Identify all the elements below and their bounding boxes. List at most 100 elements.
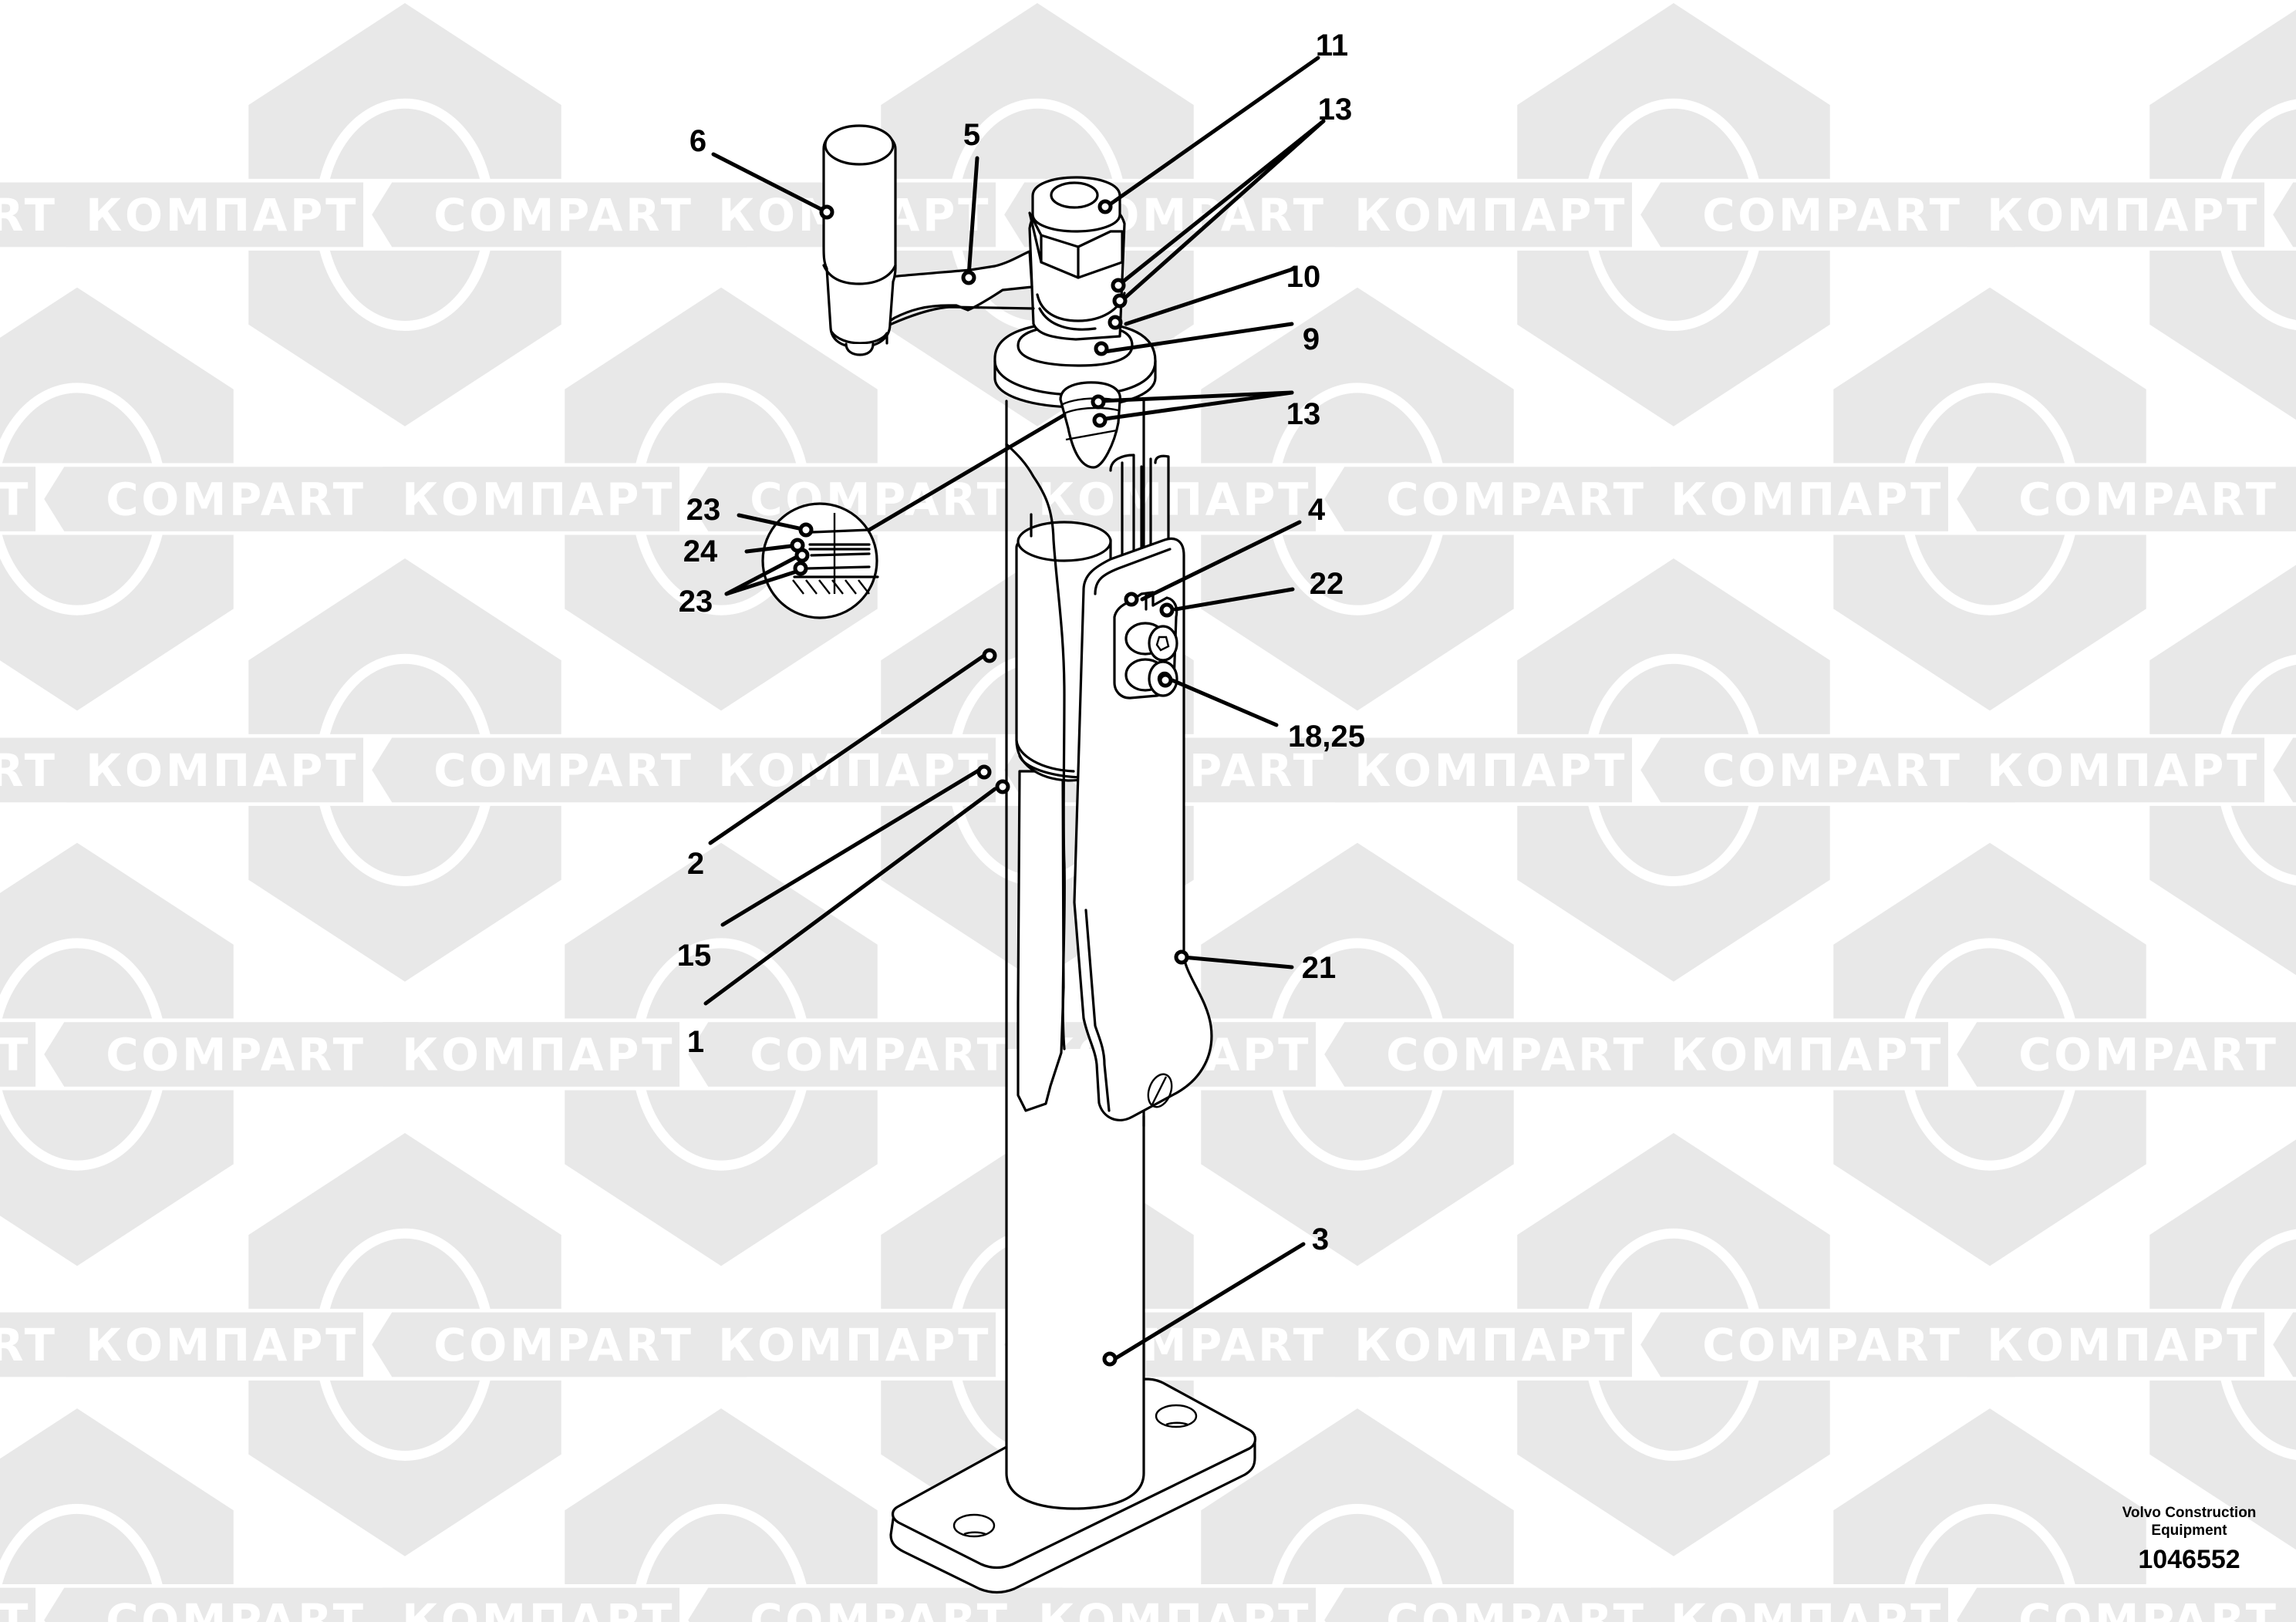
watermark-logo: КОМПАРТ COMPART — [0, 1408, 419, 1622]
watermark-text-latin: COMPART — [433, 189, 693, 241]
callout-number: 13 — [1286, 397, 1321, 431]
watermark-text-latin: COMPART — [2018, 1594, 2278, 1622]
callout-dot-icon — [793, 561, 808, 576]
watermark-logo: КОМПАРТ COMPART — [1335, 3, 2015, 427]
callout-dot-icon — [1102, 1351, 1118, 1367]
watermark-text-cyrillic: КОМПАРТ — [1671, 474, 1944, 526]
callout-9: 9 — [1094, 322, 1320, 356]
callout-4: 4 — [1124, 493, 1326, 607]
callout-dot-icon — [976, 764, 992, 780]
watermark-text-cyrillic: КОМПАРТ — [1987, 744, 2260, 797]
leader-line — [724, 568, 801, 596]
adjuster-nut — [1028, 176, 1126, 341]
callout-23: 23 — [679, 548, 810, 619]
watermark-text-cyrillic: КОМПАРТ — [86, 1319, 359, 1371]
watermark-text-latin: COMPART — [106, 1029, 366, 1081]
watermark-text-cyrillic: КОМПАРТ — [1354, 744, 1627, 797]
watermark-text-latin: COMPART — [1386, 474, 1646, 526]
watermark-text-latin: COMPART — [433, 1319, 693, 1371]
watermark-text-latin: COMPART — [106, 474, 366, 526]
callout-number: 11 — [1316, 29, 1348, 62]
callout-13 — [1092, 390, 1294, 428]
watermark-text-cyrillic: КОМПАРТ — [1354, 189, 1627, 241]
watermark-text-cyrillic: КОМПАРТ — [718, 1319, 991, 1371]
drawing-caption: Volvo Construction Equipment 1046552 — [2082, 1504, 2296, 1575]
watermark-logo: КОМПАРТ COMPART — [0, 288, 419, 711]
leader-line — [1181, 955, 1294, 969]
leader-line — [720, 767, 983, 927]
watermark-text-cyrillic: КОМПАРТ — [0, 1594, 31, 1622]
callout-number: 6 — [689, 124, 706, 158]
watermark-text-latin: COMPART — [433, 744, 693, 797]
callout-number: 10 — [1286, 260, 1321, 294]
callout-dot-icon — [819, 204, 834, 220]
callout-number: 5 — [963, 118, 980, 152]
leader-line — [1102, 56, 1320, 211]
callout-number: 23 — [686, 493, 721, 527]
callout-dot-icon — [1174, 949, 1189, 965]
watermark-text-latin: COMPART — [106, 1594, 366, 1622]
callout-number: 2 — [687, 847, 704, 881]
leader-line — [1140, 520, 1302, 602]
callout-2: 2 — [687, 648, 997, 881]
callout-number: 24 — [683, 534, 718, 568]
watermark-text-cyrillic: КОМПАРТ — [402, 1594, 675, 1622]
callout-15: 15 — [677, 764, 992, 973]
watermark-text-cyrillic: КОМПАРТ — [0, 1029, 31, 1081]
watermark-text-latin: COMPART — [0, 189, 58, 241]
callout-dot-icon — [1111, 278, 1126, 293]
watermark-text-cyrillic: КОМПАРТ — [1038, 1594, 1311, 1622]
watermark-text-latin: COMPART — [1702, 744, 1962, 797]
callout-dot-icon — [1124, 592, 1139, 607]
watermark-text-latin: COMPART — [0, 1319, 58, 1371]
leader-line — [708, 653, 986, 845]
watermark-text-latin: COMPART — [750, 1029, 1010, 1081]
leader-line — [1170, 678, 1279, 727]
watermark-logo: КОМПАРТ COMPART — [0, 843, 419, 1266]
callout-dot-icon — [961, 270, 976, 285]
callout-22: 22 — [1159, 567, 1344, 618]
watermark-text-cyrillic: КОМПАРТ — [1671, 1029, 1944, 1081]
callout-dot-icon — [995, 779, 1010, 794]
callout-dot-icon — [794, 548, 810, 563]
watermark-text-cyrillic: КОМПАРТ — [0, 474, 31, 526]
callout-6: 6 — [689, 124, 834, 220]
callout-number: 22 — [1310, 567, 1344, 601]
watermark-text-latin: COMPART — [1702, 1319, 1962, 1371]
callout-number: 18,25 — [1288, 720, 1365, 754]
callout-5: 5 — [961, 118, 980, 285]
callout-dot-icon — [1112, 293, 1128, 309]
leader-line — [744, 543, 800, 554]
leader-line — [1097, 390, 1294, 422]
callout-dot-icon — [1158, 673, 1173, 688]
callout-dot-icon — [1108, 315, 1123, 330]
callout-number: 1 — [687, 1025, 704, 1059]
callout-23 — [724, 561, 808, 596]
callout-13: 13 — [1091, 390, 1321, 431]
callout-24: 24 — [683, 534, 805, 568]
callout-10: 10 — [1108, 260, 1321, 330]
leader-line — [703, 787, 997, 1006]
callout-1: 1 — [687, 779, 1010, 1059]
callout-dot-icon — [1097, 199, 1113, 214]
leader-line — [724, 553, 802, 596]
callout-dot-icon — [982, 648, 997, 663]
leader-line — [1096, 390, 1294, 403]
watermark-text-latin: COMPART — [1702, 189, 1962, 241]
callout-number: 15 — [677, 939, 712, 973]
watermark-text-latin: COMPART — [0, 744, 58, 797]
crank-handle-grip — [822, 124, 897, 356]
watermark-text-cyrillic: КОМПАРТ — [718, 744, 991, 797]
